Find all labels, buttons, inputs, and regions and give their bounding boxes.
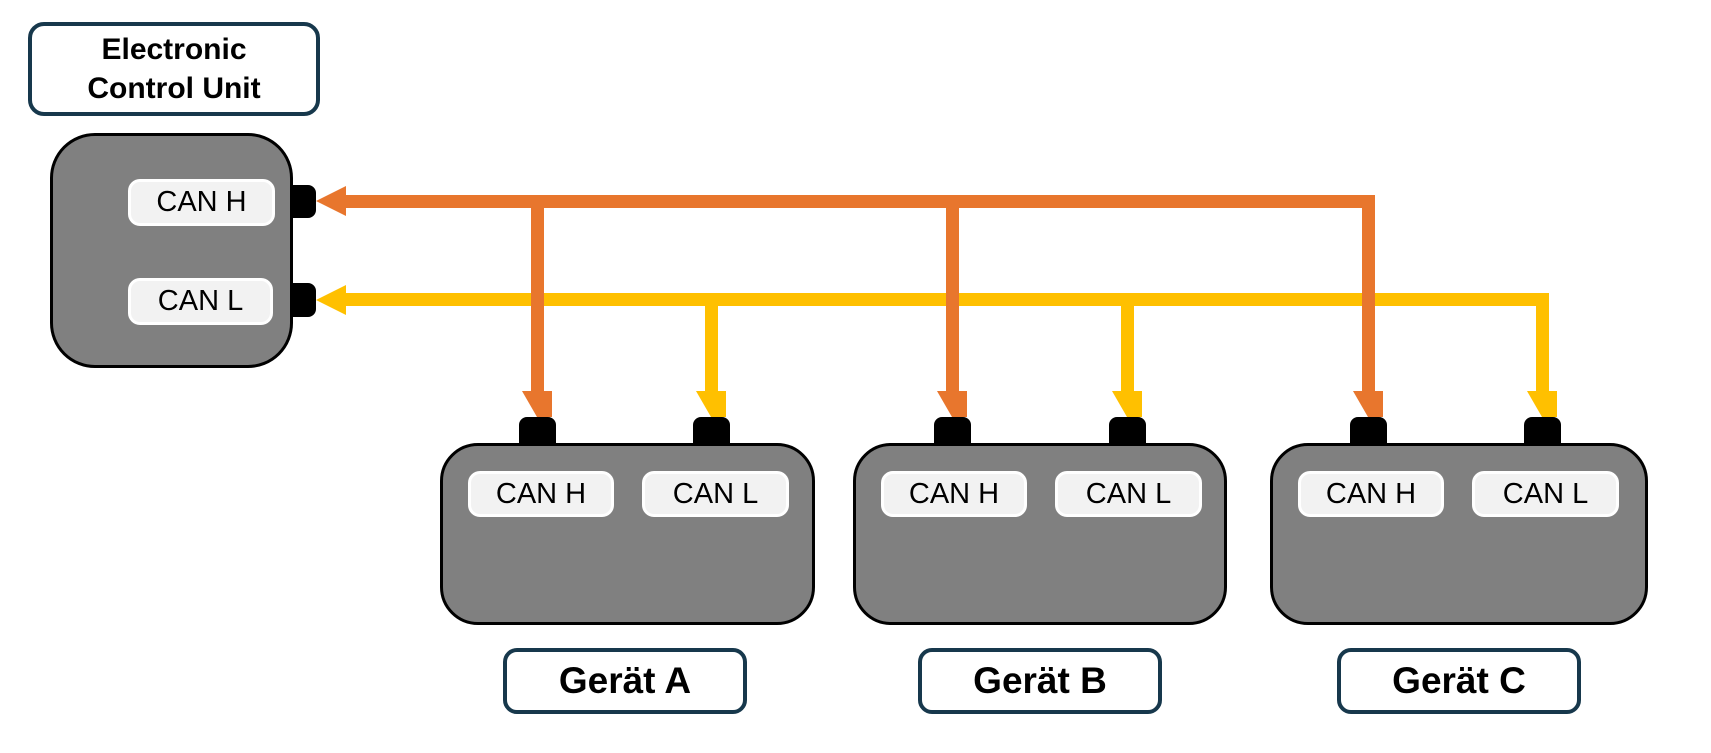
geraet-b-port-can-l: CAN L (1055, 471, 1202, 517)
can-l-drop-geraet-c (1536, 293, 1549, 392)
geraet-a-port-can-l: CAN L (642, 471, 789, 517)
can-h-drop-geraet-c (1362, 195, 1375, 392)
can-l-drop-geraet-a (705, 294, 718, 392)
can-l-drop-geraet-b (1121, 294, 1134, 392)
can-h-arrowhead-into-geraet-a-icon (522, 391, 552, 417)
can-l-arrowhead-into-geraet-b-icon (1112, 391, 1142, 417)
ecu-port-can-h: CAN H (128, 179, 275, 226)
ecu-port-can-l: CAN L (128, 278, 273, 325)
can-l-arrowhead-into-ecu-icon (316, 285, 346, 315)
can-h-arrowhead-into-ecu-icon (316, 186, 346, 216)
geraet-b-label-box: Gerät B (918, 648, 1162, 714)
geraet-c-node: CAN H CAN L (1270, 443, 1648, 625)
ecu-title-line1: Electronic (101, 33, 247, 66)
ecu-connector-can-l-icon (290, 283, 316, 317)
geraet-c-port-can-l: CAN L (1472, 471, 1619, 517)
geraet-b-connector-can-h-icon (934, 417, 971, 446)
ecu-connector-can-h-icon (290, 185, 316, 218)
can-h-bus-line (344, 195, 1374, 208)
geraet-b-port-can-h: CAN H (881, 471, 1027, 517)
geraet-c-connector-can-l-icon (1524, 417, 1561, 446)
can-h-arrowhead-into-geraet-c-icon (1353, 391, 1383, 417)
geraet-b-node: CAN H CAN L (853, 443, 1227, 625)
geraet-a-connector-can-h-icon (519, 417, 556, 446)
geraet-a-node: CAN H CAN L (440, 443, 815, 625)
geraet-c-port-can-h: CAN H (1298, 471, 1444, 517)
can-h-drop-geraet-a (531, 195, 544, 392)
geraet-c-connector-can-h-icon (1350, 417, 1387, 446)
can-l-arrowhead-into-geraet-a-icon (696, 391, 726, 417)
geraet-a-label-box: Gerät A (503, 648, 747, 714)
can-h-arrowhead-into-geraet-b-icon (937, 391, 967, 417)
can-l-arrowhead-into-geraet-c-icon (1527, 391, 1557, 417)
ecu-title-line2: Control Unit (87, 72, 261, 105)
geraet-a-port-can-h: CAN H (468, 471, 614, 517)
geraet-a-connector-can-l-icon (693, 417, 730, 446)
can-h-drop-geraet-b (946, 195, 959, 392)
geraet-c-label-box: Gerät C (1337, 648, 1581, 714)
ecu-node: CAN H CAN L (50, 133, 293, 368)
ecu-title-box: Electronic Control Unit (28, 22, 320, 116)
geraet-b-connector-can-l-icon (1109, 417, 1146, 446)
